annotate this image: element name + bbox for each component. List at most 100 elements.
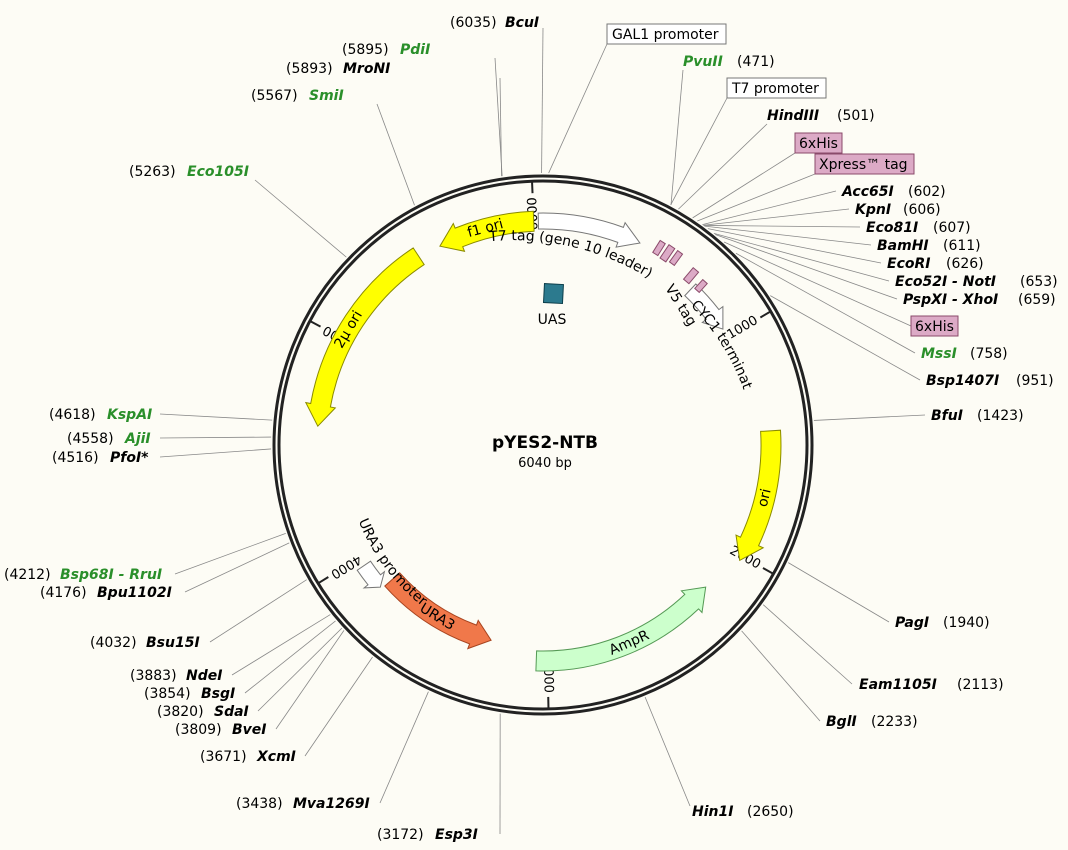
svg-text:Eam1105I: Eam1105I — [859, 677, 937, 693]
site-leader-smii — [376, 103, 415, 206]
svg-text:Bsp1407I: Bsp1407I — [926, 373, 999, 389]
site-label-ajii: (4558)AjiI — [67, 431, 151, 447]
svg-text:Bsu15I: Bsu15I — [146, 635, 200, 651]
site-leader-sdai — [257, 627, 343, 712]
leader-lines — [159, 27, 926, 835]
site-label-acc65i: Acc65I (602) — [841, 184, 946, 200]
box-leader-3 — [697, 173, 816, 222]
site-leader-hin1i — [644, 696, 691, 807]
svg-text:PfoI*: PfoI* — [110, 450, 149, 466]
site-leader-eco105i — [254, 179, 347, 258]
svg-text:(3809): (3809) — [175, 722, 222, 738]
site-label-pdii: (5895)PdiI — [342, 42, 430, 58]
site-label-mroni: (5893)MroNI — [286, 61, 390, 77]
svg-text:(6035): (6035) — [450, 15, 497, 31]
boxed-label-6xhis: 6xHis — [794, 132, 843, 154]
svg-text:BcuI: BcuI — [505, 15, 539, 31]
svg-text:SmiI: SmiI — [309, 88, 344, 104]
site-label-eco81i: Eco81I (607) — [866, 220, 971, 236]
site-leader-bfui — [813, 414, 926, 421]
site-label-bsu15i: (4032)Bsu15I — [90, 635, 200, 651]
svg-text:XcmI: XcmI — [256, 749, 296, 765]
svg-text:(607): (607) — [933, 220, 971, 236]
site-leader-pfoi — [159, 448, 272, 458]
boxed-label-gal1: GAL1 promoter — [606, 23, 727, 45]
site-label-eco105i: (5263) Eco105I — [129, 164, 249, 180]
site-label-sdai: (3820)SdaI — [157, 704, 249, 720]
feature-ampr — [535, 586, 707, 672]
svg-text:Xpress™ tag: Xpress™ tag — [819, 157, 908, 173]
svg-text:BamHI: BamHI — [877, 238, 929, 254]
site-leader-mva1269i — [379, 691, 429, 804]
site-leader-bpu1102i — [184, 542, 290, 593]
site-label-mva1269i: (3438)Mva1269I — [236, 796, 370, 812]
svg-text:(501): (501) — [837, 108, 875, 124]
site-leader-bamhi — [704, 225, 872, 246]
site-leader-pvuii — [670, 69, 684, 206]
svg-text:(3820): (3820) — [157, 704, 204, 720]
svg-text:KpnI: KpnI — [855, 202, 891, 218]
svg-text:(4516): (4516) — [52, 450, 99, 466]
svg-text:(758): (758) — [970, 346, 1008, 362]
site-leader-ndei — [231, 614, 331, 676]
feature-gal1-promoter — [537, 212, 641, 248]
svg-text:(2113): (2113) — [957, 677, 1004, 693]
svg-text:Eco81I: Eco81I — [866, 220, 918, 236]
site-label-eco52i-noti: Eco52I - NotI (653) — [895, 274, 1058, 290]
svg-text:(5567): (5567) — [251, 88, 298, 104]
tick-5000 — [309, 320, 321, 328]
site-leader-bcui — [541, 27, 544, 174]
site-label-bamhi: BamHI(611) — [877, 238, 981, 254]
svg-text:(659): (659) — [1018, 292, 1056, 308]
svg-text:(602): (602) — [908, 184, 946, 200]
site-label-hin1i: Hin1I(2650) — [692, 804, 794, 820]
site-leader-pspxi-xhoi — [715, 234, 898, 300]
site-leader-ecori — [707, 228, 882, 264]
svg-text:AjiI: AjiI — [124, 431, 151, 447]
site-leader-mssi — [735, 252, 916, 354]
uas-marker — [542, 283, 564, 305]
site-label-eam1105i: Eam1105I (2113) — [859, 677, 1004, 693]
site-label-bgli: BglI(2233) — [826, 714, 918, 730]
site-label-pvuii: PvuII(471) — [683, 54, 775, 70]
site-label-bpu1102i: (4176)Bpu1102I — [40, 585, 172, 601]
svg-text:BfuI: BfuI — [931, 408, 963, 424]
site-label-bsgi: (3854)BsgI — [144, 686, 235, 702]
svg-text:(1423): (1423) — [977, 408, 1024, 424]
site-leader-bsp68i-rrui — [174, 532, 286, 575]
svg-text:(653): (653) — [1020, 274, 1058, 290]
tick-4000 — [317, 576, 329, 585]
site-label-ndei: (3883)NdeI — [130, 668, 222, 684]
site-label-pspxi-xhoi: PspXI - XhoI (659) — [903, 292, 1056, 308]
svg-text:KspAI: KspAI — [107, 407, 152, 423]
tick-2000 — [762, 567, 774, 575]
site-label-kpni: KpnI(606) — [855, 202, 941, 218]
site-leader-hindiii — [678, 123, 768, 210]
svg-text:(3671): (3671) — [200, 749, 247, 765]
svg-text:Acc65I: Acc65I — [841, 184, 894, 200]
box-leader-0 — [548, 43, 608, 174]
svg-text:Eco105I: Eco105I — [187, 164, 249, 180]
svg-text:(3854): (3854) — [144, 686, 191, 702]
site-label-bcui: (6035) BcuI — [450, 15, 539, 31]
site-label-smii: (5567) SmiI — [251, 88, 344, 104]
site-leader-acc65i — [702, 190, 837, 226]
svg-text:Eco52I - NotI: Eco52I - NotI — [895, 274, 996, 290]
boxed-label-t7-promoter: T7 promoter — [726, 77, 827, 99]
svg-text:(4212): (4212) — [4, 567, 51, 583]
svg-text:T7 promoter: T7 promoter — [731, 81, 819, 97]
xpress-marker — [659, 243, 676, 263]
plasmid-name: pYES2-NTB — [492, 433, 598, 453]
site-label-kspai: (4618)KspAI — [49, 407, 152, 423]
site-label-bsp1407i: Bsp1407I(951) — [926, 373, 1054, 389]
backbone-inner — [277, 179, 809, 711]
svg-text:PspXI - XhoI: PspXI - XhoI — [903, 292, 998, 308]
svg-text:Bsp68I - RruI: Bsp68I - RruI — [60, 567, 162, 583]
feature-cyc1-terminator — [684, 283, 724, 330]
svg-text:BglI: BglI — [826, 714, 857, 730]
svg-text:PagI: PagI — [895, 615, 929, 631]
6xhis-marker — [652, 239, 666, 257]
svg-text:(5263): (5263) — [129, 164, 176, 180]
site-leader-pagi — [788, 562, 890, 623]
site-leader-bsu15i — [209, 579, 307, 643]
